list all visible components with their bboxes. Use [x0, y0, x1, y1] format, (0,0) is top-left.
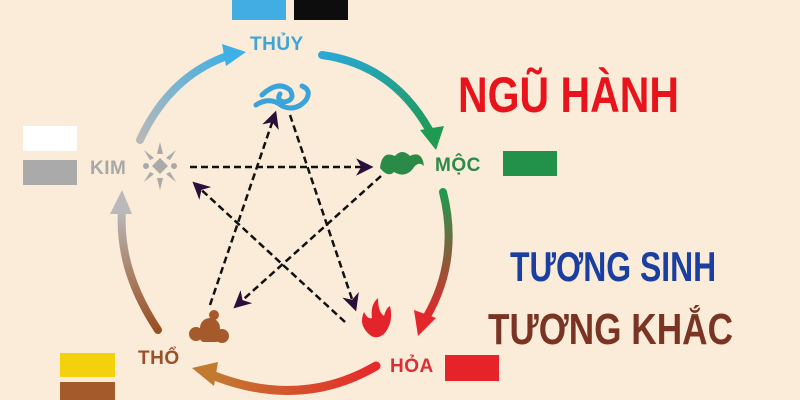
generating-arrow-thuy-moc [318, 51, 444, 150]
fire-flame-icon [362, 298, 392, 338]
title-ngu-hanh: NGŨ HÀNH [458, 67, 679, 123]
earth-rock-icon [189, 310, 229, 343]
swatch-tho-brown [60, 382, 115, 400]
swatch-moc-green [503, 151, 557, 176]
swatch-kim-white [23, 126, 77, 151]
title-tuong-khac: TƯƠNG KHẮC [488, 305, 733, 354]
overcoming-star [190, 110, 382, 323]
swatch-thuy-blue [232, 0, 286, 20]
label-moc: MỘC [435, 155, 481, 176]
generating-arrow-kim-thuy [136, 44, 246, 144]
swatch-tho-yellow [60, 353, 115, 377]
generating-arrow-tho-kim [110, 190, 162, 334]
swatch-hoa-red [445, 355, 499, 381]
label-hoa: HỎA [390, 356, 434, 377]
label-tho: THỔ [138, 348, 180, 369]
water-cloud-icon [253, 83, 311, 111]
generating-arrow-moc-hoa [414, 188, 453, 336]
generating-arrow-hoa-tho [192, 361, 381, 395]
swatch-thuy-black [294, 0, 348, 20]
title-tuong-sinh: TƯƠNG SINH [510, 243, 717, 290]
metal-star-icon [143, 142, 177, 190]
swatch-kim-gray [23, 160, 77, 185]
label-kim: KIM [90, 158, 127, 179]
wood-leaf-icon [380, 152, 424, 175]
label-thuy: THỦY [250, 34, 304, 55]
